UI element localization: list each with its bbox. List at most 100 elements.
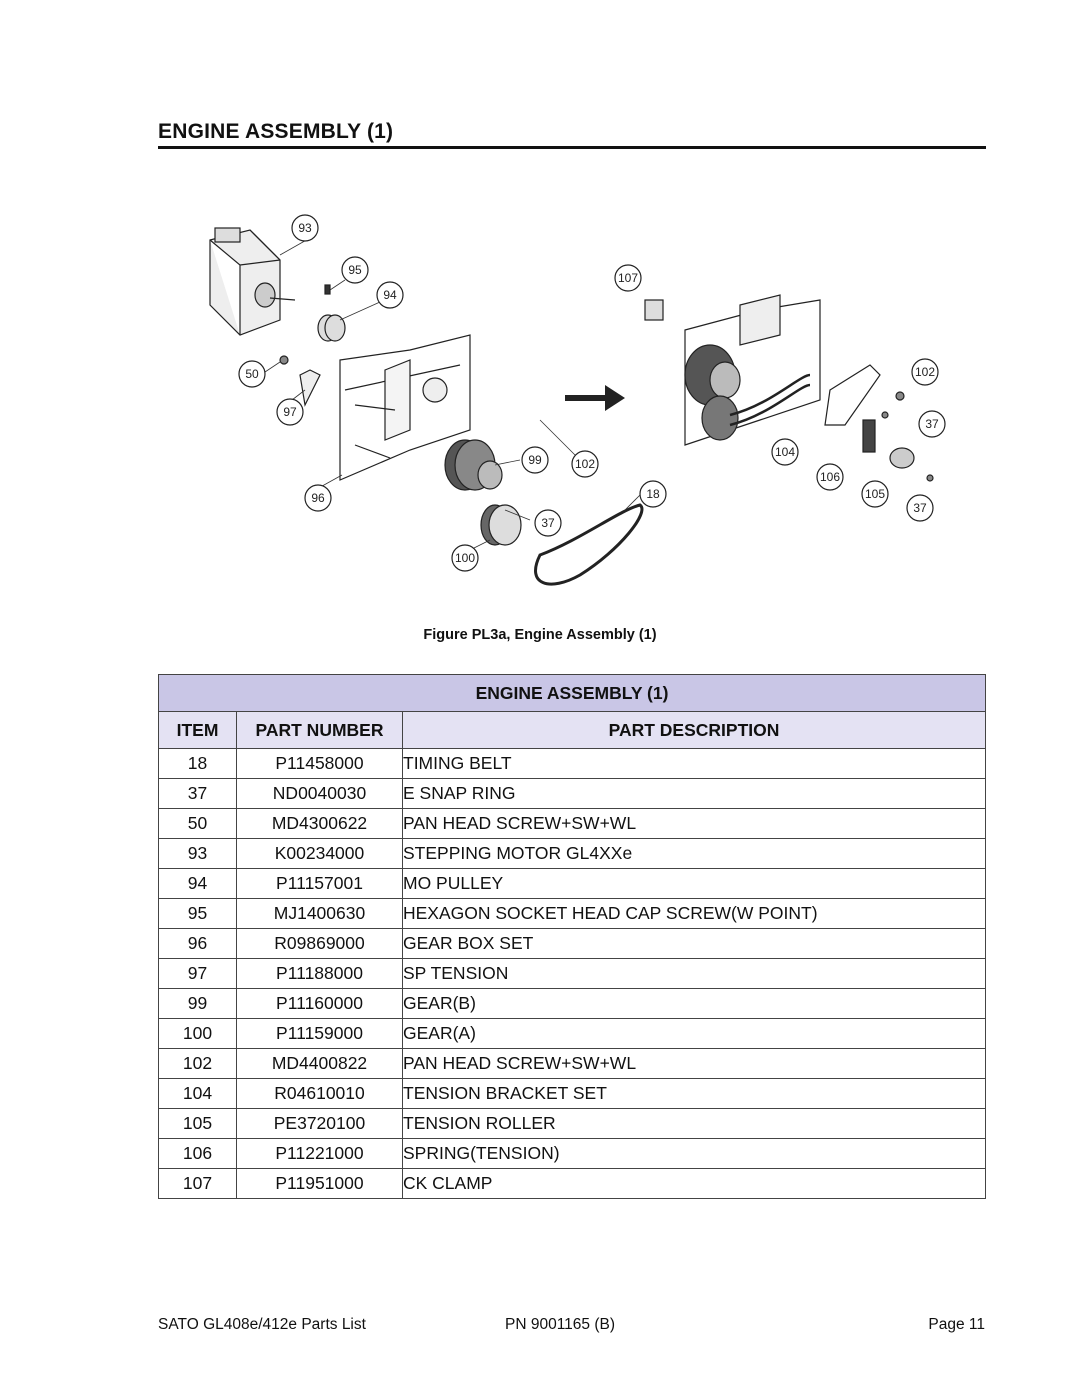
- cell-item: 105: [158, 1108, 237, 1139]
- column-header-item: ITEM: [158, 711, 237, 749]
- cell-part-number: P11188000: [236, 958, 403, 989]
- cell-item: 100: [158, 1018, 237, 1049]
- cell-description: TENSION BRACKET SET: [402, 1078, 986, 1109]
- callout-label: 107: [618, 271, 638, 285]
- cell-item: 104: [158, 1078, 237, 1109]
- callout-99: 99: [521, 446, 549, 474]
- cell-item: 102: [158, 1048, 237, 1079]
- cell-item: 50: [158, 808, 237, 839]
- callout-label: 96: [311, 491, 325, 505]
- callout-107: 107: [614, 264, 642, 292]
- cell-item: 97: [158, 958, 237, 989]
- leader-lines: [264, 237, 641, 551]
- cell-part-number: P11221000: [236, 1138, 403, 1169]
- callout-37: 37: [534, 509, 562, 537]
- sp-tension-illustration: [279, 355, 321, 407]
- callout-label: 99: [528, 453, 542, 467]
- callout-label: 94: [383, 288, 397, 302]
- table-header-row: ITEM PART NUMBER PART DESCRIPTION: [158, 711, 986, 749]
- cell-description: PAN HEAD SCREW+SW+WL: [402, 1048, 986, 1079]
- callout-label: 37: [913, 501, 927, 515]
- callout-label: 50: [245, 367, 259, 381]
- callout-label: 37: [925, 417, 939, 431]
- cell-part-number: ND0040030: [236, 778, 403, 809]
- callout-label: 95: [348, 263, 362, 277]
- table-title-row: ENGINE ASSEMBLY (1): [158, 674, 986, 712]
- cell-description: PAN HEAD SCREW+SW+WL: [402, 808, 986, 839]
- cell-description: GEAR(A): [402, 1018, 986, 1049]
- footer-page-number: Page 11: [928, 1316, 985, 1333]
- gear-b-illustration: [444, 439, 503, 491]
- cell-description: MO PULLEY: [402, 868, 986, 899]
- callout-102-right: 102: [911, 358, 939, 386]
- footer-part-number: PN 9001165 (B): [505, 1316, 615, 1333]
- cell-part-number: P11159000: [236, 1018, 403, 1049]
- callout-102: 102: [571, 450, 599, 478]
- callout-104: 104: [771, 438, 799, 466]
- arrow-icon: [565, 385, 625, 411]
- callout-label: 105: [865, 487, 885, 501]
- cell-item: 106: [158, 1138, 237, 1169]
- cell-item: 37: [158, 778, 237, 809]
- callout-105: 105: [861, 480, 889, 508]
- parts-table: ENGINE ASSEMBLY (1) ITEM PART NUMBER PAR…: [158, 674, 986, 1199]
- callout-label: 106: [820, 470, 840, 484]
- callout-label: 102: [915, 365, 935, 379]
- cell-description: TENSION ROLLER: [402, 1108, 986, 1139]
- cell-item: 93: [158, 838, 237, 869]
- callout-label: 102: [575, 457, 595, 471]
- callout-94: 94: [376, 281, 404, 309]
- callout-100: 100: [451, 544, 479, 572]
- tension-bracket-illustration: [824, 364, 934, 482]
- cell-description: SP TENSION: [402, 958, 986, 989]
- cell-description: E SNAP RING: [402, 778, 986, 809]
- cell-description: CK CLAMP: [402, 1168, 986, 1199]
- cell-part-number: K00234000: [236, 838, 403, 869]
- cell-item: 99: [158, 988, 237, 1019]
- callout-37-right-bottom: 37: [906, 494, 934, 522]
- engine-assembly-figure: 93 95 94 50 97 96 99 102 37 100 18 107 1…: [209, 214, 946, 586]
- callout-97: 97: [276, 398, 304, 426]
- timing-belt-illustration: [534, 503, 644, 586]
- column-header-part-number: PART NUMBER: [236, 711, 403, 749]
- cell-part-number: P11458000: [236, 748, 403, 779]
- callout-label: 100: [455, 551, 475, 565]
- cell-description: HEXAGON SOCKET HEAD CAP SCREW(W POINT): [402, 898, 986, 929]
- callout-37-right-top: 37: [918, 410, 946, 438]
- assembled-unit-illustration: [644, 294, 821, 446]
- callout-95: 95: [341, 256, 369, 284]
- column-header-description: PART DESCRIPTION: [402, 711, 986, 749]
- cell-description: GEAR(B): [402, 988, 986, 1019]
- cell-part-number: MD4400822: [236, 1048, 403, 1079]
- callout-93: 93: [291, 214, 319, 242]
- stepping-motor-illustration: [209, 227, 296, 336]
- callout-label: 104: [775, 445, 795, 459]
- callout-106: 106: [816, 463, 844, 491]
- cell-part-number: P11160000: [236, 988, 403, 1019]
- footer-document-title: SATO GL408e/412e Parts List: [158, 1316, 366, 1333]
- cell-part-number: P11951000: [236, 1168, 403, 1199]
- callout-50: 50: [238, 360, 266, 388]
- gearbox-plate-illustration: [339, 334, 471, 481]
- callout-label: 97: [283, 405, 297, 419]
- cell-part-number: P11157001: [236, 868, 403, 899]
- gear-a-illustration: [480, 504, 522, 546]
- callout-label: 37: [541, 516, 555, 530]
- cell-description: SPRING(TENSION): [402, 1138, 986, 1169]
- cell-part-number: R04610010: [236, 1078, 403, 1109]
- table-title: ENGINE ASSEMBLY (1): [158, 674, 986, 712]
- cell-item: 94: [158, 868, 237, 899]
- cell-part-number: MJ1400630: [236, 898, 403, 929]
